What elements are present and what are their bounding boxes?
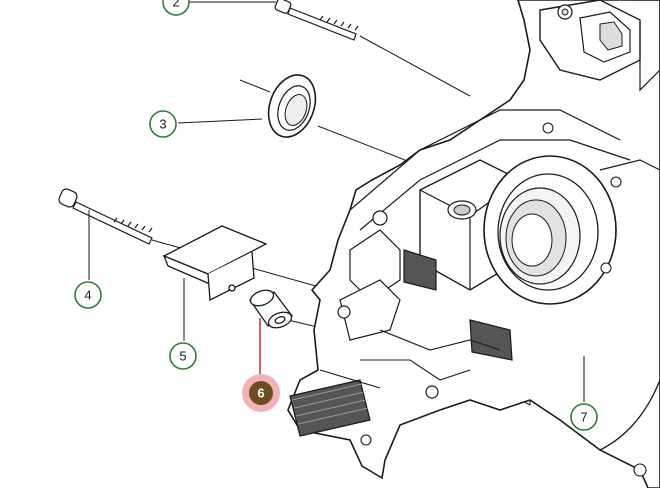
callout-4[interactable]: 4	[74, 281, 102, 309]
crankcase-housing	[287, 0, 660, 488]
callout-6-label: 6	[257, 386, 264, 401]
callout-3[interactable]: 3	[149, 110, 177, 138]
seal-part-3	[267, 74, 317, 138]
sleeve-part-6	[248, 289, 294, 329]
bracket-part-5	[162, 225, 268, 302]
bolt-part-2	[274, 0, 359, 41]
callout-2[interactable]: 2	[162, 0, 190, 16]
callout-leaders	[88, 1, 585, 402]
callout-2-label: 2	[172, 0, 179, 10]
callout-5-label: 5	[179, 349, 186, 364]
callout-5[interactable]: 5	[169, 342, 197, 370]
bolt-part-4	[58, 188, 153, 245]
callout-7-label: 7	[580, 410, 587, 425]
callout-4-label: 4	[84, 288, 91, 303]
callout-7[interactable]: 7	[570, 403, 598, 431]
callout-6-highlighted[interactable]: 6	[242, 374, 280, 412]
callout-3-label: 3	[159, 117, 166, 132]
